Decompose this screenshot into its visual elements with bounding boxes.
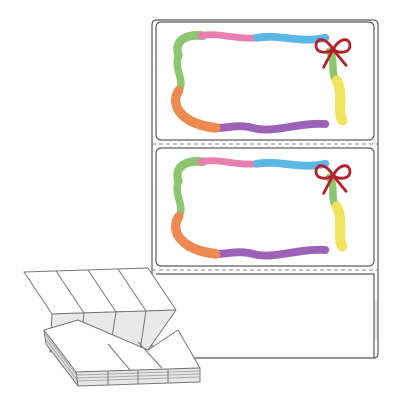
label-strip-border <box>151 19 379 359</box>
fanfold-stack <box>23 267 201 387</box>
label-3-blank <box>156 273 375 358</box>
